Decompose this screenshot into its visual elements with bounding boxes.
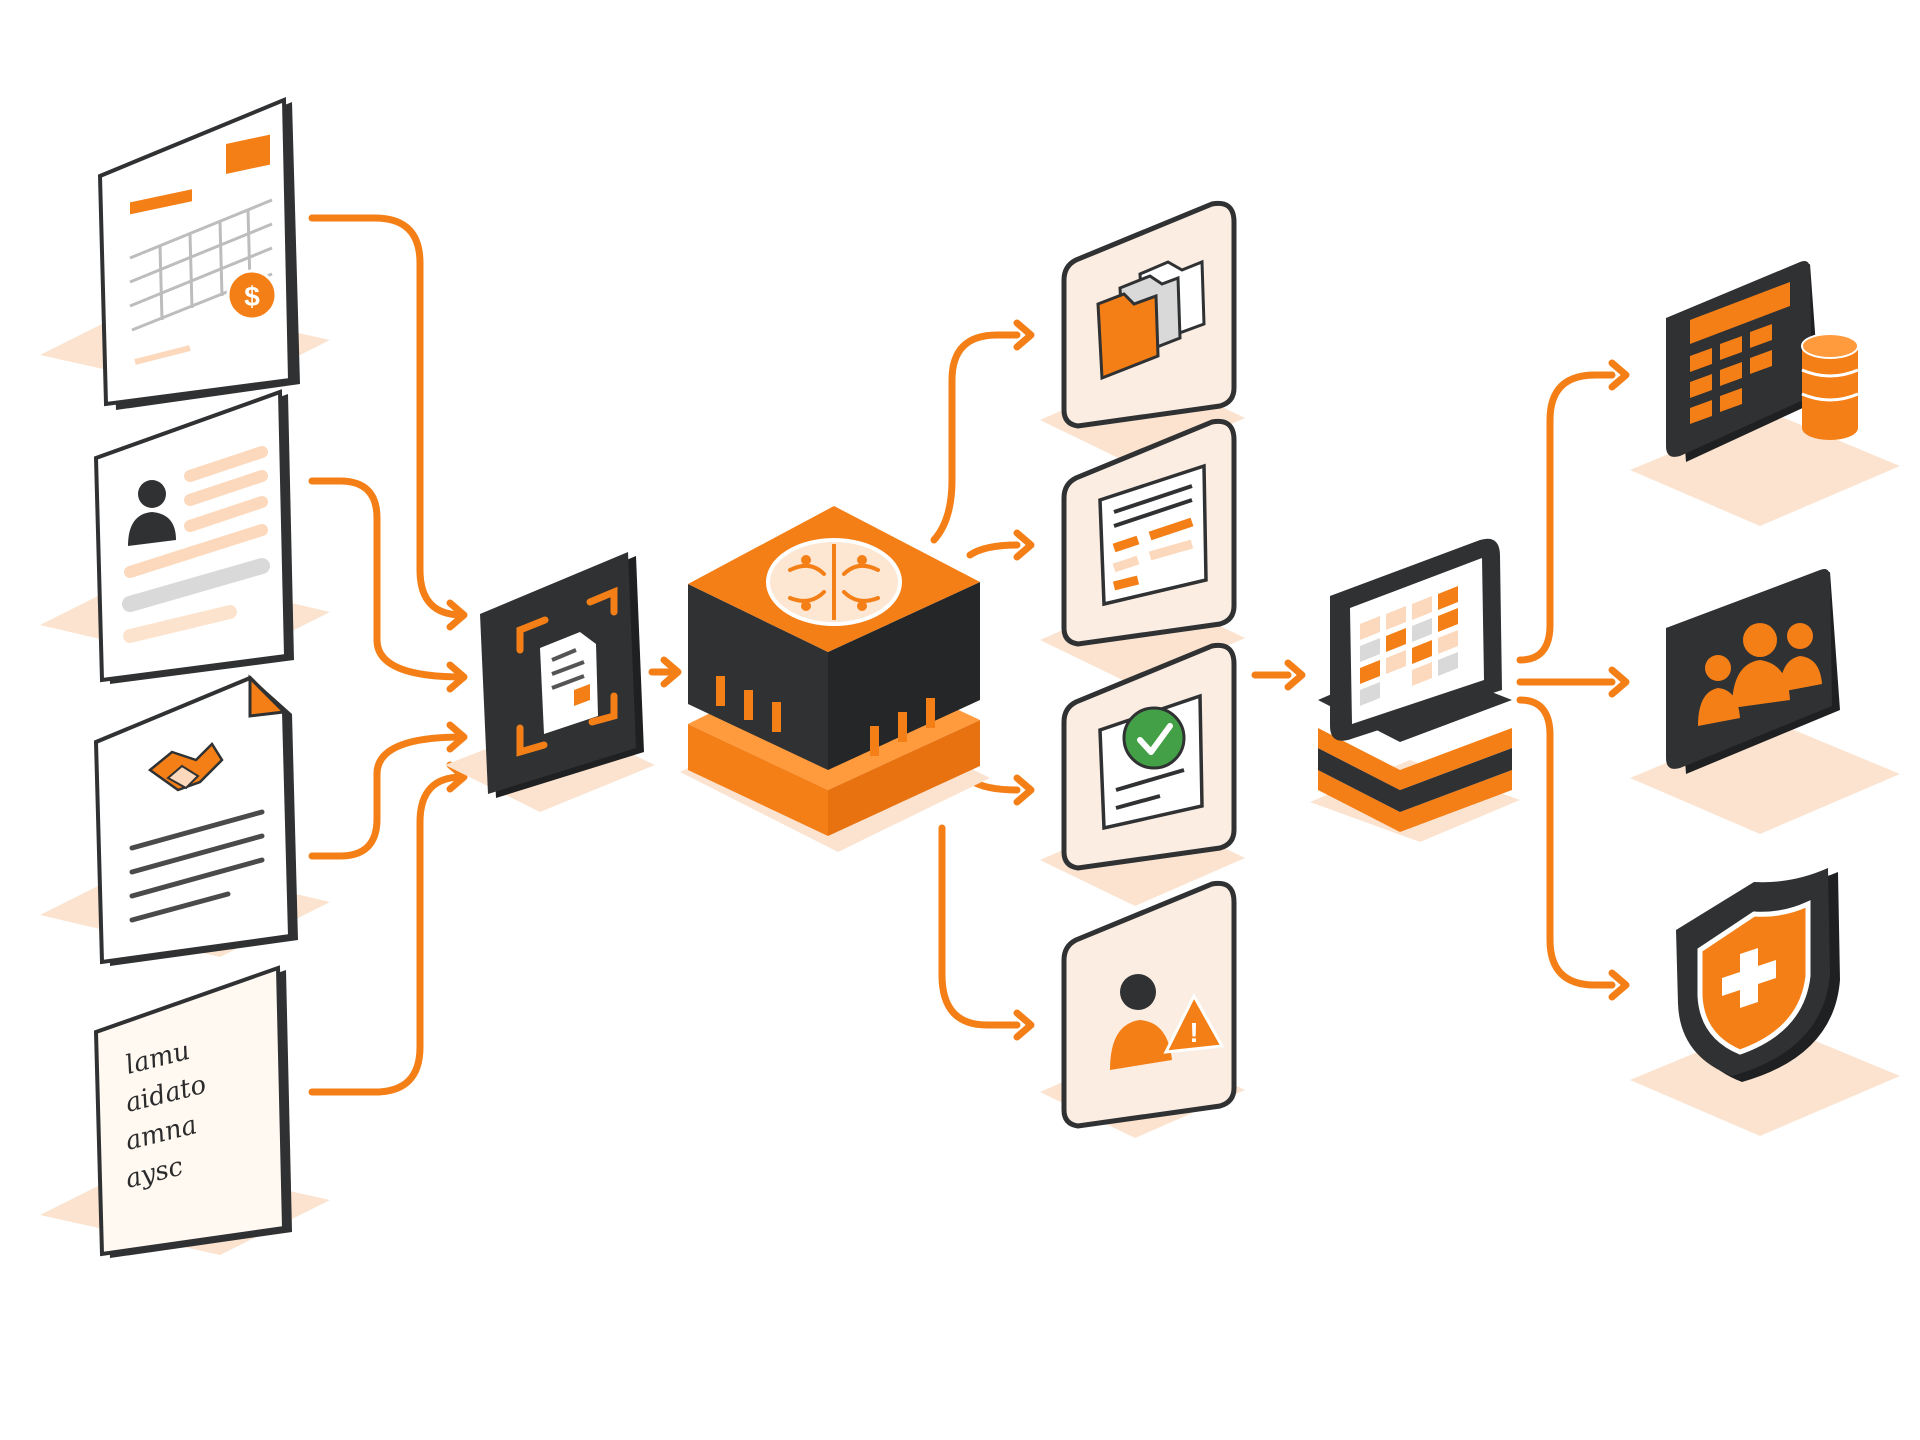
folders-category	[1040, 200, 1245, 466]
verified-category	[1040, 642, 1245, 906]
invoice-header-block	[226, 134, 270, 174]
document-scan-icon	[540, 632, 598, 734]
dashboard-screen-icon	[1360, 586, 1458, 706]
document-page	[97, 97, 293, 407]
arrowhead	[1013, 529, 1035, 561]
connector-processor-to-form	[966, 541, 1021, 559]
page-corner-fold	[248, 674, 288, 718]
calculator-icon	[1690, 282, 1790, 424]
connector-dashboard-to-insurance	[1516, 696, 1616, 989]
shield-plus-icon	[1697, 900, 1811, 1055]
processor-body-left	[688, 584, 828, 770]
scan-frame-brackets	[516, 586, 618, 757]
processor-vents	[716, 676, 935, 756]
arrowhead	[1608, 359, 1630, 391]
folders-icon	[1096, 259, 1206, 381]
group-people-icon	[1698, 623, 1822, 726]
tile-shadow	[1630, 720, 1900, 834]
risk-alert-category: !	[1040, 880, 1245, 1138]
dashboard-terminal	[1310, 538, 1520, 842]
processor-body-right	[828, 582, 980, 770]
arrowhead	[446, 661, 468, 693]
connector-dashboard-to-accounting	[1516, 371, 1616, 664]
contract-text-lines	[129, 809, 265, 923]
ai-processor-block	[680, 506, 990, 852]
arrowhead	[1608, 969, 1630, 1001]
processor-base-right	[828, 720, 980, 836]
person-warning-icon: !	[1110, 974, 1225, 1070]
contract-document	[40, 674, 330, 966]
document-page	[93, 675, 293, 965]
arrowhead	[1013, 1009, 1035, 1041]
connector-invoice-to-scanner	[308, 214, 466, 619]
base-layer-dark-2	[1318, 748, 1512, 812]
scanner-tile	[445, 552, 655, 812]
invoice-table	[129, 198, 273, 332]
coin-stack-icon	[1801, 333, 1859, 440]
tile-shadow	[1630, 412, 1900, 526]
dollar-coin-icon	[226, 269, 278, 321]
arrowhead	[1608, 666, 1630, 698]
connector-id-to-scanner	[308, 477, 466, 681]
arrowhead	[660, 656, 682, 688]
profile-light-field	[123, 605, 237, 643]
base-layer-orange-1	[1318, 728, 1512, 790]
insurance-output	[1630, 868, 1900, 1136]
profile-gray-field	[122, 558, 270, 612]
document-page	[93, 965, 287, 1257]
connector-arrowheads	[446, 319, 1630, 1041]
dollar-glyph: $	[244, 281, 260, 312]
connector-processor-to-folders	[930, 331, 1021, 544]
tile-shadow	[1630, 1022, 1900, 1136]
base-layer-orange-2	[1318, 770, 1512, 832]
form-fields-icon	[1098, 463, 1208, 607]
invoice-document: $	[40, 97, 330, 410]
handwritten-note-document: lamu aidato amna aysc	[40, 965, 330, 1258]
arrowhead	[446, 721, 468, 753]
handshake-icon	[147, 742, 224, 792]
team-output	[1630, 569, 1900, 834]
connector-contract-to-scanner	[308, 733, 466, 860]
brain-circuit-icon	[766, 538, 902, 626]
form-data-category	[1040, 418, 1245, 686]
invoice-footer-line	[134, 345, 191, 365]
check-badge-icon	[1098, 693, 1204, 831]
arrowhead	[1284, 659, 1306, 691]
arrowhead	[1013, 319, 1035, 351]
connector-note-to-scanner	[308, 773, 466, 1096]
id-profile-document	[40, 389, 330, 684]
connector-lines	[308, 214, 1616, 1096]
arrowhead	[1013, 774, 1035, 806]
connector-processor-to-risk	[938, 824, 1021, 1029]
processor-base-left	[688, 724, 828, 836]
invoice-title-bar	[130, 189, 192, 215]
profile-fields	[124, 446, 268, 578]
person-icon	[128, 480, 176, 546]
warning-glyph: !	[1189, 1017, 1198, 1048]
arrowhead	[446, 599, 468, 631]
accounting-output	[1630, 261, 1900, 526]
